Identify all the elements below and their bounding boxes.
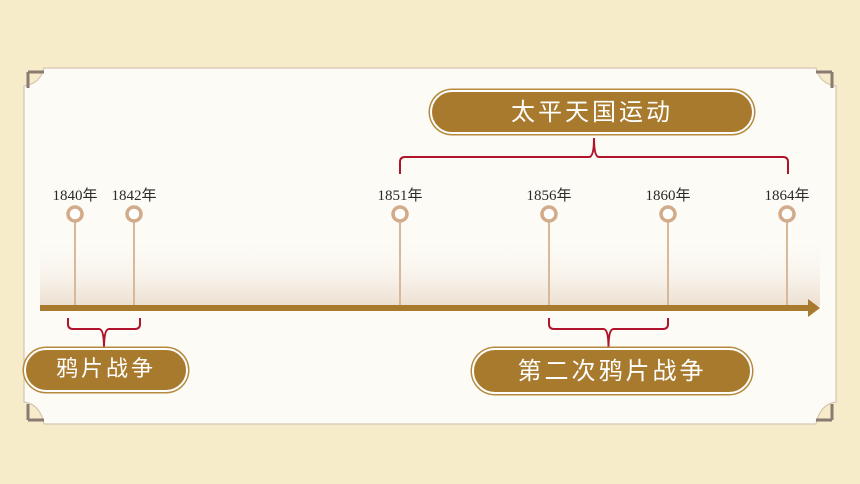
year-label-1851: 1851年 [377,188,423,204]
axis-arrowhead [808,299,820,317]
year-label-1840: 1840年 [52,188,98,204]
corner-ornament-bottom-left [26,404,44,422]
timeline-axis [40,299,820,317]
corner-ornament-bottom-right [816,404,834,422]
year-marker-1864 [778,205,796,223]
timeline-shadow-band [40,232,820,306]
year-label-1842: 1842年 [111,188,157,204]
corner-ornament-top-right [816,70,834,88]
event-first-opium-war: 鸦片战争 [24,348,188,392]
year-marker-1842 [125,205,143,223]
event-second-opium-war: 第二次鸦片战争 [472,348,752,394]
year-label-1856: 1856年 [526,188,572,204]
corner-ornament-top-left [26,70,44,88]
year-marker-1851 [391,205,409,223]
year-marker-1860 [659,205,677,223]
event-taiping-rebellion: 太平天国运动 [430,90,754,134]
bracket-taiping-rebellion [399,137,789,174]
year-marker-1840 [66,205,84,223]
year-label-1860: 1860年 [645,188,691,204]
year-label-1864: 1864年 [764,188,810,204]
year-marker-1856 [540,205,558,223]
